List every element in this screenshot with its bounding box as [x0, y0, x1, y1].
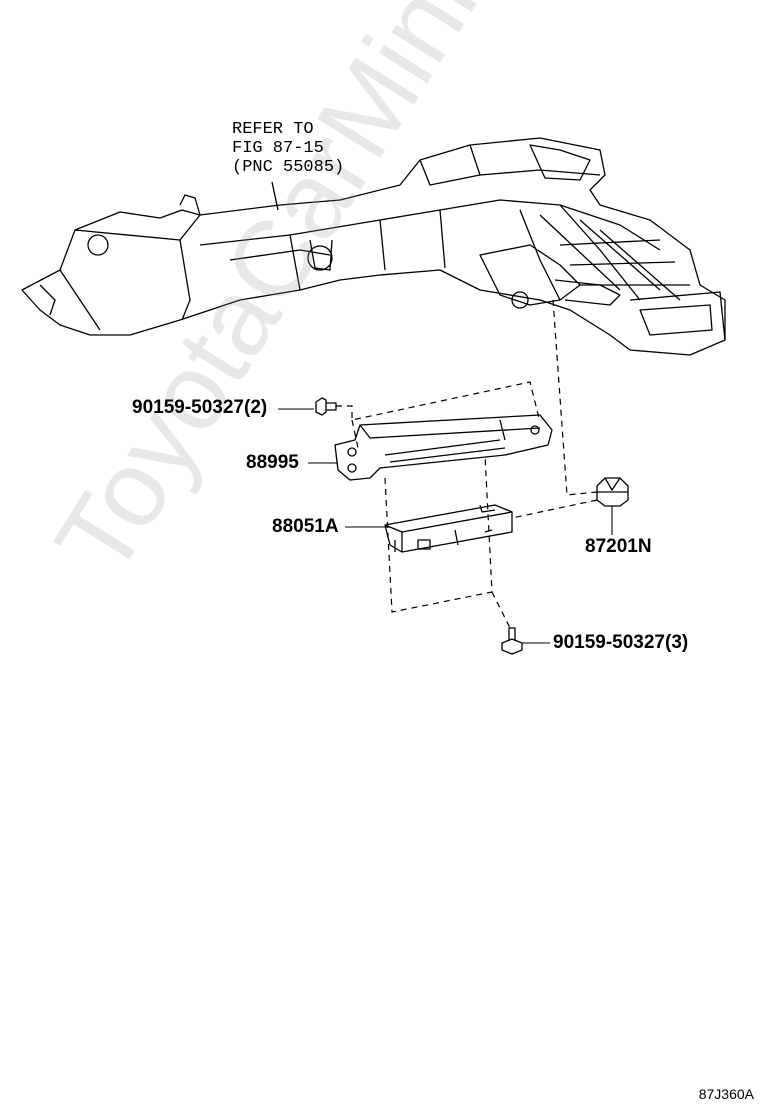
refer-fig-label: FIG 87-15 [232, 139, 324, 158]
module-88051A [384, 504, 513, 553]
clip-87201N [596, 477, 629, 507]
part-label-module[interactable]: 88051A [272, 516, 339, 537]
part-label-bracket[interactable]: 88995 [246, 452, 299, 473]
dash-clip-to-module [511, 499, 598, 519]
bracket-88995 [334, 414, 553, 481]
part-label-clip[interactable]: 87201N [585, 536, 652, 557]
bolt-bottom [501, 627, 523, 655]
dash-bolt-to-bracket [351, 419, 359, 449]
dash-bolt-to-duct [336, 381, 541, 423]
refer-leader [271, 181, 279, 211]
part-label-bolt-top[interactable]: 90159-50327(2) [132, 397, 268, 418]
dash-duct-to-clip [552, 299, 598, 496]
part-label-bolt-bottom[interactable]: 90159-50327(3) [553, 632, 689, 653]
dash-module-to-bolt [491, 591, 511, 629]
air-duct-assembly [21, 137, 726, 356]
figure-code: 87J360A [698, 1086, 754, 1102]
bolt-top [315, 397, 337, 416]
refer-to-label: REFER TO [232, 120, 314, 139]
dash-bracket-to-module [384, 454, 493, 613]
refer-pnc-label: (PNC 55085) [232, 158, 345, 177]
